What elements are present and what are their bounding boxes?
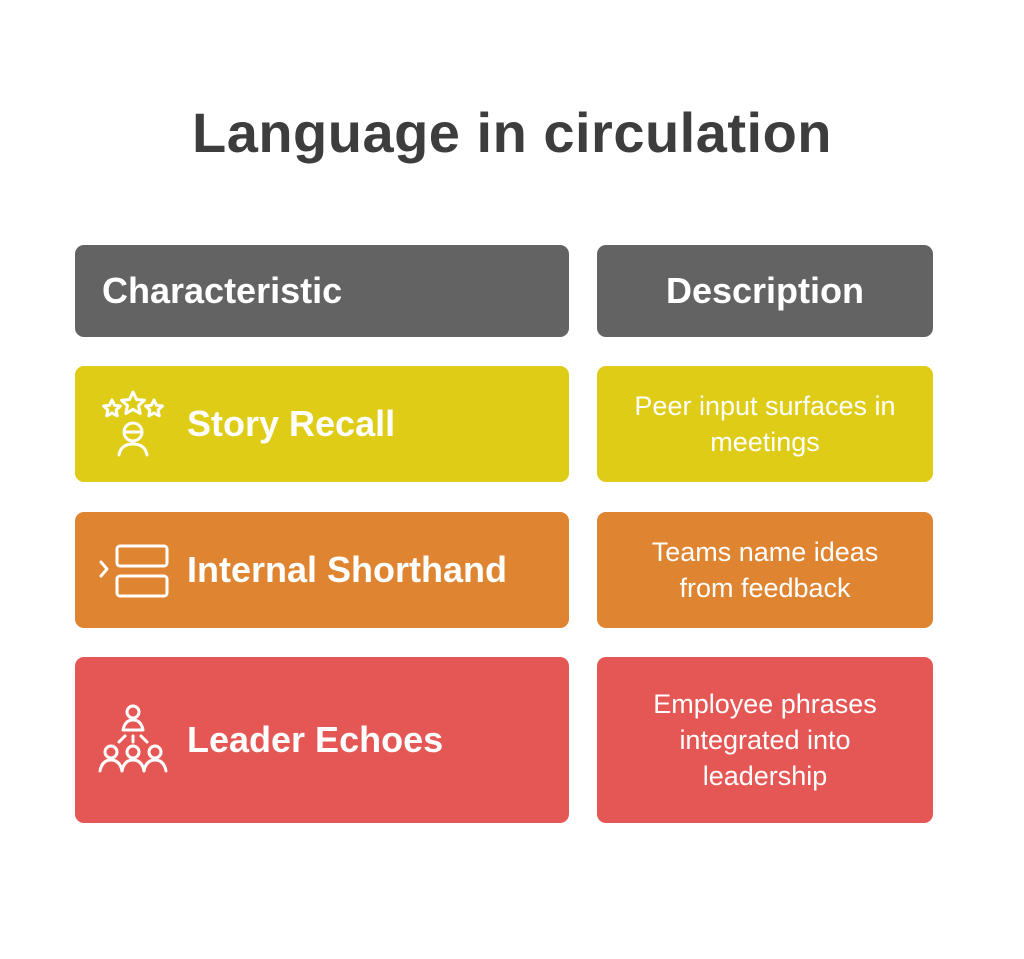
leader-group-icon bbox=[97, 704, 169, 776]
description-story-recall: Peer input surfaces in meetings bbox=[597, 366, 933, 482]
header-description: Description bbox=[597, 245, 933, 337]
description-text: Peer input surfaces in meetings bbox=[634, 391, 896, 457]
row-leader-echoes: Leader Echoes bbox=[75, 657, 569, 823]
characteristic-label: Leader Echoes bbox=[187, 719, 444, 760]
characteristic-label: Story Recall bbox=[187, 403, 396, 444]
stars-person-icon bbox=[97, 388, 169, 460]
description-text: Teams name ideas from feedback bbox=[651, 537, 879, 603]
list-chevron-icon bbox=[97, 534, 169, 606]
page-title: Language in circulation bbox=[191, 101, 833, 164]
row-story-recall: Story Recall bbox=[75, 366, 569, 482]
description-leader-echoes: Employee phrases integrated into leaders… bbox=[597, 657, 933, 823]
row-internal-shorthand: Internal Shorthand bbox=[75, 512, 569, 628]
description-internal-shorthand: Teams name ideas from feedback bbox=[597, 512, 933, 628]
header-characteristic: Characteristic bbox=[75, 245, 569, 337]
characteristic-label: Internal Shorthand bbox=[187, 549, 508, 590]
description-text: Employee phrases integrated into leaders… bbox=[653, 689, 877, 791]
